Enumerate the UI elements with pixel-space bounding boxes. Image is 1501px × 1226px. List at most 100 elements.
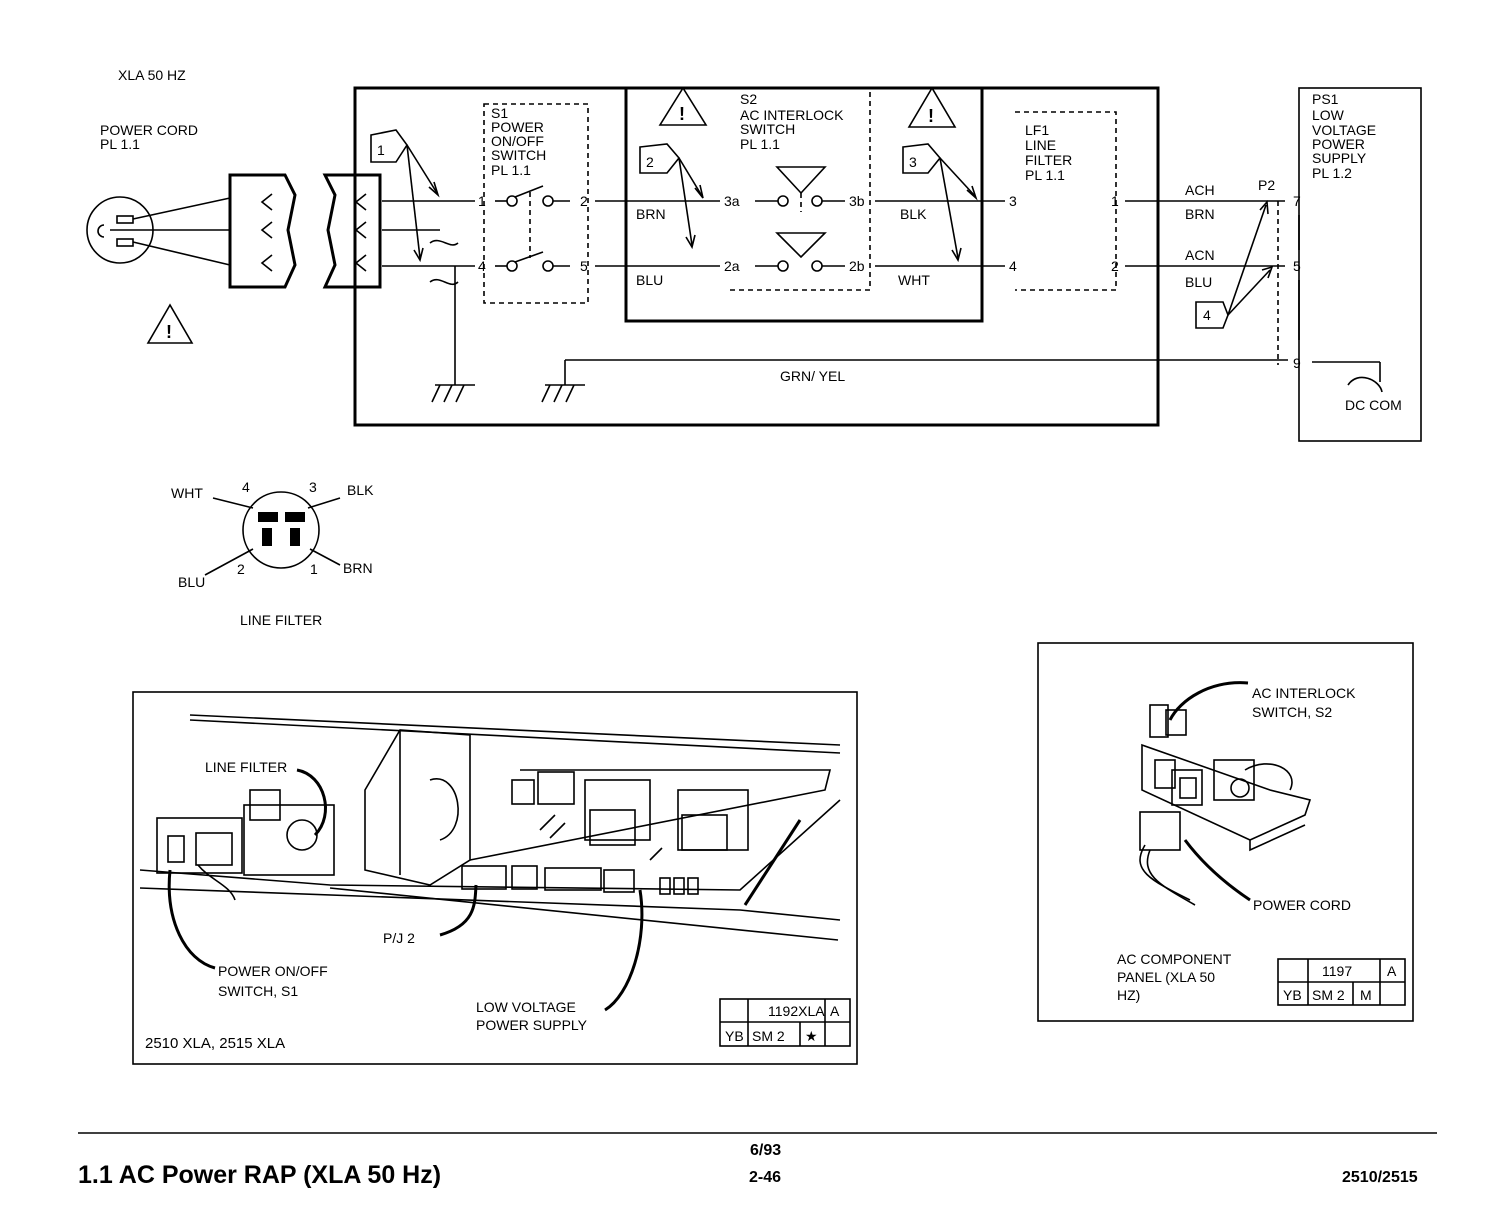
- svg-text:M: M: [1360, 987, 1372, 1003]
- svg-text:PL 1.1: PL 1.1: [740, 136, 780, 152]
- svg-text:ACH: ACH: [1185, 182, 1215, 198]
- svg-text:A: A: [1387, 963, 1397, 979]
- svg-text:3: 3: [909, 154, 917, 170]
- power-plug-icon: [86, 196, 231, 266]
- svg-text:WHT: WHT: [171, 485, 203, 501]
- dc-com-ground-icon: [1347, 376, 1383, 393]
- warning-icon-2: !: [658, 86, 708, 126]
- svg-text:!: !: [928, 106, 934, 126]
- svg-text:SWITCH, S2: SWITCH, S2: [1252, 704, 1332, 720]
- lvps-illustration: [139, 714, 841, 941]
- svg-text:AC INTERLOCK: AC INTERLOCK: [740, 107, 844, 123]
- svg-text:3a: 3a: [724, 193, 740, 209]
- warning-icon: !: [146, 303, 194, 344]
- svg-text:GRN/ YEL: GRN/ YEL: [780, 368, 845, 384]
- lvps-callout: LOW VOLTAGE: [476, 999, 576, 1015]
- svg-text:SM 2: SM 2: [752, 1028, 785, 1044]
- svg-text:4: 4: [1009, 258, 1017, 274]
- svg-text:★: ★: [805, 1028, 818, 1044]
- svg-text:PANEL (XLA 50: PANEL (XLA 50: [1117, 969, 1215, 985]
- svg-text:7: 7: [1293, 193, 1301, 209]
- svg-text:POWER: POWER: [491, 119, 544, 135]
- power-cord-label: POWER CORD: [100, 122, 198, 138]
- connector-male-icon: [228, 173, 297, 289]
- line-filter-callout: LINE FILTER: [205, 759, 287, 775]
- svg-text:POWER: POWER: [1312, 136, 1365, 152]
- svg-text:LOW: LOW: [1312, 107, 1345, 123]
- svg-text:5: 5: [1293, 258, 1301, 274]
- callout-3: 3: [902, 143, 978, 263]
- svg-text:WHT: WHT: [898, 272, 930, 288]
- svg-text:2: 2: [1111, 258, 1119, 274]
- svg-text:A: A: [830, 1003, 840, 1019]
- s1-switch-icon: [495, 185, 570, 272]
- ac-panel-illustration: [1139, 704, 1312, 906]
- svg-text:1: 1: [1111, 193, 1119, 209]
- svg-text:SWITCH: SWITCH: [491, 147, 546, 163]
- svg-text:1192XLA: 1192XLA: [768, 1003, 825, 1019]
- ac-panel-caption: AC COMPONENT: [1117, 951, 1232, 967]
- page-title: 1.1 AC Power RAP (XLA 50 Hz): [78, 1161, 441, 1189]
- svg-text:SUPPLY: SUPPLY: [1312, 150, 1367, 166]
- svg-text:4: 4: [242, 479, 250, 495]
- svg-text:4: 4: [478, 258, 486, 274]
- svg-text:1: 1: [478, 193, 486, 209]
- svg-text:ACN: ACN: [1185, 247, 1215, 263]
- ps1-box: [1298, 87, 1422, 442]
- svg-text:4: 4: [1203, 307, 1211, 323]
- warning-icon-3: !: [907, 86, 957, 128]
- illustration-left-panel: [132, 691, 858, 1065]
- svg-text:1197: 1197: [1322, 963, 1352, 979]
- page-number: 2-46: [749, 1169, 781, 1186]
- svg-text:VOLTAGE: VOLTAGE: [1312, 122, 1376, 138]
- svg-text:SM 2: SM 2: [1312, 987, 1345, 1003]
- lf1-box: [1015, 111, 1117, 291]
- svg-text:LINE: LINE: [1025, 137, 1056, 153]
- ps1-label: PS1: [1312, 91, 1339, 107]
- svg-text:P2: P2: [1258, 177, 1275, 193]
- svg-text:3: 3: [309, 479, 317, 495]
- callout-2: 2: [639, 143, 704, 250]
- svg-text:2a: 2a: [724, 258, 740, 274]
- s2-switch-icon: [755, 166, 845, 272]
- svg-text:BLU: BLU: [636, 272, 663, 288]
- svg-text:YB: YB: [725, 1028, 744, 1044]
- ground-icon-1: [431, 384, 475, 403]
- callout-4: 4: [1195, 200, 1274, 329]
- svg-text:2: 2: [237, 561, 245, 577]
- svg-text:POWER SUPPLY: POWER SUPPLY: [476, 1017, 588, 1033]
- svg-text:2: 2: [580, 193, 588, 209]
- svg-text:BLU: BLU: [178, 574, 205, 590]
- power-cord-pl: PL 1.1: [100, 136, 140, 152]
- svg-text:BLK: BLK: [347, 482, 374, 498]
- ref-box-left: [719, 998, 851, 1047]
- svg-text:BLK: BLK: [900, 206, 927, 222]
- ground-icon-2: [541, 384, 585, 403]
- svg-text:BRN: BRN: [1185, 206, 1215, 222]
- svg-text:!: !: [166, 322, 172, 342]
- svg-text:PL 1.2: PL 1.2: [1312, 165, 1352, 181]
- illustration-right-panel: [1037, 642, 1414, 1022]
- power-cord-callout: POWER CORD: [1253, 897, 1351, 913]
- svg-text:1: 1: [377, 142, 385, 158]
- s2-label: S2: [740, 91, 757, 107]
- ref-box-right: [1277, 958, 1406, 1006]
- interlock-callout: AC INTERLOCK: [1252, 685, 1356, 701]
- svg-text:9: 9: [1293, 355, 1301, 371]
- line-filter-title: LINE FILTER: [240, 612, 322, 628]
- svg-text:PL 1.1: PL 1.1: [491, 162, 531, 178]
- svg-text:PL 1.1: PL 1.1: [1025, 167, 1065, 183]
- svg-text:!: !: [679, 104, 685, 124]
- svg-text:BRN: BRN: [343, 560, 373, 576]
- svg-text:HZ): HZ): [1117, 987, 1140, 1003]
- svg-text:SWITCH, S1: SWITCH, S1: [218, 983, 298, 999]
- s1-label: S1: [491, 105, 508, 121]
- pj2-callout: P/J 2: [383, 930, 415, 946]
- svg-text:5: 5: [580, 258, 588, 274]
- svg-text:1: 1: [310, 561, 318, 577]
- left-caption: 2510 XLA, 2515 XLA: [145, 1035, 285, 1052]
- svg-text:2: 2: [646, 154, 654, 170]
- callout-1: 1: [370, 129, 440, 263]
